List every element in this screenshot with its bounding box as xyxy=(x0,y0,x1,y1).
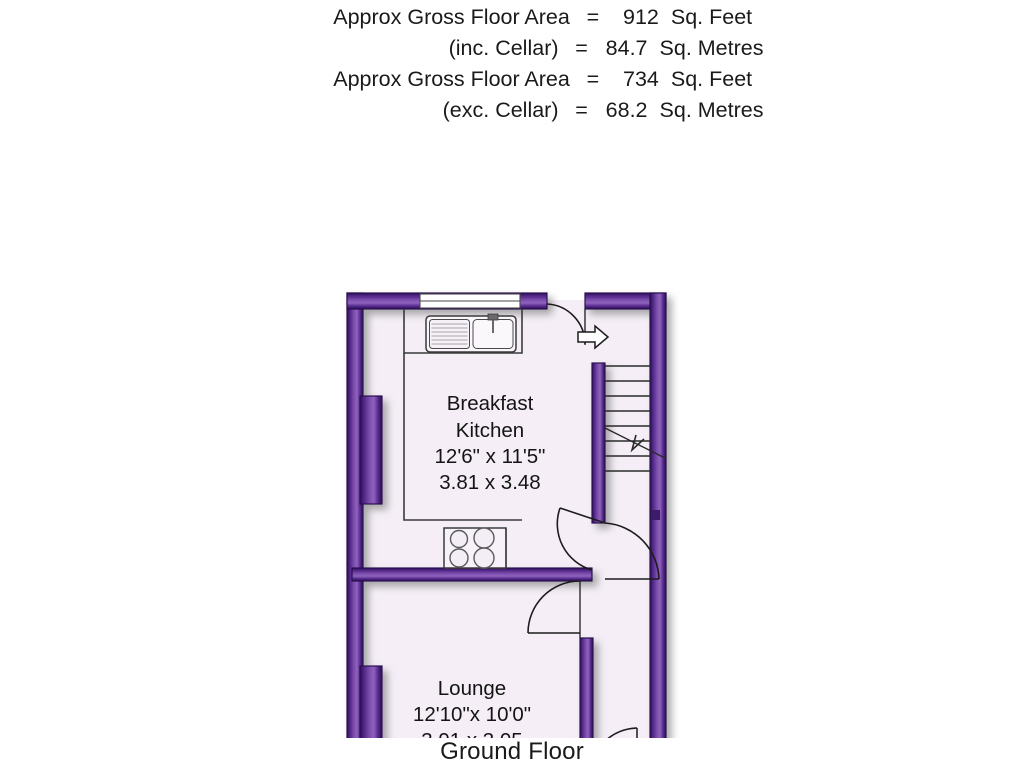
plan-svg: Breakfast Kitchen 12'6" x 11'5" 3.81 x 3… xyxy=(346,292,667,738)
wall-hall-upper xyxy=(591,362,606,524)
stair-direction-line xyxy=(604,427,666,459)
worktop-top xyxy=(403,309,523,521)
area-value: 84.7 xyxy=(605,36,648,60)
door-rear-exit xyxy=(546,303,610,350)
door-swing-arc xyxy=(607,727,638,738)
area-label: Approx Gross Floor Area xyxy=(333,5,570,29)
room-dims-metric: 3.91 x 3.05 xyxy=(421,729,522,738)
staircase xyxy=(604,365,666,472)
area-value: 734 xyxy=(622,67,659,91)
area-value: 912 xyxy=(622,5,659,29)
window-kitchen-rear xyxy=(419,293,521,309)
hob-ring xyxy=(449,529,469,549)
sink-drainer xyxy=(429,319,470,349)
floor-plan-drawing: Breakfast Kitchen 12'6" x 11'5" 3.81 x 3… xyxy=(0,138,1024,738)
area-row: (inc. Cellar) = 84.7 Sq. Metres xyxy=(261,33,764,64)
area-row: (exc. Cellar) = 68.2 Sq. Metres xyxy=(261,95,764,126)
hob-ring xyxy=(473,527,495,549)
area-unit: Sq. Metres xyxy=(659,98,764,122)
room-dims-metric: 3.81 x 3.48 xyxy=(439,471,540,494)
chimney-breast-lounge xyxy=(359,665,383,738)
door-lounge-hall xyxy=(527,580,581,638)
room-dims-imperial: 12'6" x 11'5" xyxy=(435,445,546,468)
hob-ring xyxy=(473,547,495,569)
area-label: (inc. Cellar) xyxy=(448,36,559,60)
stair-direction-arrow xyxy=(630,434,645,453)
area-value: 68.2 xyxy=(605,98,648,122)
room-label-breakfast-kitchen: Breakfast Kitchen 12'6" x 11'5" 3.81 x 3… xyxy=(435,392,546,494)
area-row: Approx Gross Floor Area = 912 Sq. Feet xyxy=(272,2,752,33)
area-equals: = xyxy=(586,5,600,29)
floor-caption: Ground Floor xyxy=(440,738,584,765)
area-equals: = xyxy=(586,67,600,91)
sink-tap xyxy=(487,313,499,321)
room-name-line2: Kitchen xyxy=(456,419,524,442)
area-unit: Sq. Feet xyxy=(670,5,753,29)
room-name-line1: Lounge xyxy=(438,677,506,700)
wall-divider-kitchen-lounge xyxy=(351,567,593,582)
area-unit: Sq. Feet xyxy=(670,67,753,91)
chimney-breast-kitchen xyxy=(359,395,383,505)
door-swing-arc xyxy=(604,522,660,580)
area-label: Approx Gross Floor Area xyxy=(333,67,570,91)
room-name-line1: Breakfast xyxy=(447,392,534,415)
area-label: (exc. Cellar) xyxy=(442,98,559,122)
room-label-lounge: Lounge 12'10"x 10'0" 3.91 x 3.05 xyxy=(413,677,531,738)
door-swing-arc xyxy=(527,580,581,634)
door-kitchen-hall xyxy=(556,507,660,580)
area-equals: = xyxy=(575,98,588,122)
door-jamb-hall-right xyxy=(651,510,660,520)
area-row: Approx Gross Floor Area = 734 Sq. Feet xyxy=(272,64,752,95)
area-equals: = xyxy=(575,36,588,60)
area-unit: Sq. Metres xyxy=(659,36,764,60)
rear-entry-arrow-icon xyxy=(577,324,610,350)
kitchen-hob xyxy=(443,527,507,569)
wall-structure xyxy=(346,292,667,738)
hob-ring xyxy=(449,548,469,568)
wall-hall-lower xyxy=(579,637,594,738)
area-summary: Approx Gross Floor Area = 912 Sq. Feet (… xyxy=(0,2,1024,126)
door-vestibule-in xyxy=(607,727,638,738)
room-dims-imperial: 12'10"x 10'0" xyxy=(413,703,531,726)
kitchen-sink xyxy=(425,313,517,353)
